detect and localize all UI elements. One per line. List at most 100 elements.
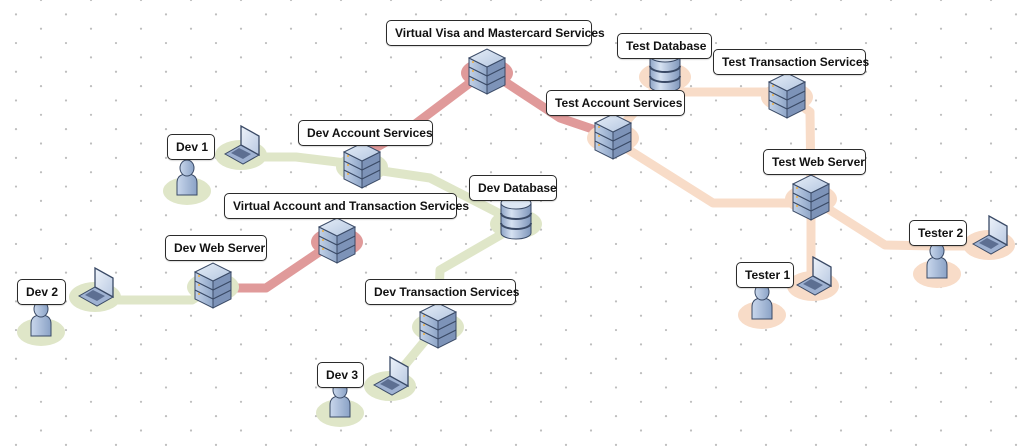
grid-dot [514,242,518,246]
node-label-dev-1[interactable]: Dev 1 [167,134,215,160]
grid-dot [14,300,18,303]
grid-dot [14,242,18,246]
server-top [791,174,831,194]
grid-dot [514,99,518,102]
grid-dot [689,400,693,403]
grid-dot [489,142,493,145]
grid-dot [664,214,668,217]
node-label-tester-2[interactable]: Tester 2 [909,220,967,246]
grid-dot [539,171,543,174]
grid-dot [64,386,68,389]
grid-dot [464,357,468,360]
server-led [322,248,324,250]
grid-dot [539,56,543,59]
server-icon [593,113,633,160]
grid-dot [964,185,968,188]
grid-dot [589,429,593,432]
node-label-tester-1[interactable]: Tester 1 [736,262,794,288]
grid-dot [364,41,368,45]
grid-dot [339,429,343,432]
grid-dot [989,56,993,59]
grid-dot [614,415,618,418]
node-label-dev-3[interactable]: Dev 3 [317,362,364,388]
grid-dot [864,13,868,16]
server-led [598,135,600,137]
grid-dot [164,214,168,217]
grid-dot [439,372,443,375]
grid-dot [589,0,593,2]
grid-dot [14,214,18,217]
grid-dot [464,214,468,217]
grid-dot [814,41,818,45]
node-label-dev-account[interactable]: Dev Account Services [298,120,433,146]
grid-dot [189,228,193,231]
node-label-test-database[interactable]: Test Database [617,33,712,59]
grid-dot [64,41,68,45]
server-led [198,293,200,295]
user-icon [30,300,52,337]
grid-dot [64,214,68,217]
grid-dot [514,443,518,446]
server-led [472,70,474,72]
grid-dot [339,285,343,289]
grid-dot [564,328,568,332]
grid-dot [514,70,518,73]
grid-dot [314,271,318,274]
grid-dot [914,357,918,360]
grid-dot [114,271,118,274]
grid-dot [114,242,118,246]
grid-dot [89,314,93,317]
grid-dot [264,128,268,131]
grid-dot [314,443,318,446]
grid-dot [14,99,18,102]
grid-dot [139,27,143,30]
grid-dot [239,314,243,317]
node-label-dev-transaction[interactable]: Dev Transaction Services [365,279,519,305]
grid-dot [739,27,743,30]
grid-dot [214,185,218,188]
server-led [198,275,200,277]
grid-dot [664,185,668,188]
node-label-test-web[interactable]: Test Web Server [763,149,866,175]
grid-dot [439,142,443,145]
laptop-keyboard [380,379,400,390]
server-icon [418,302,458,349]
grid-dot [189,400,193,403]
grid-dot [664,300,668,303]
grid-dot [239,56,243,59]
grid-dot [814,13,818,16]
grid-dot [914,386,918,389]
node-label-dev-database[interactable]: Dev Database [469,175,557,201]
node-label-virtual-account[interactable]: Virtual Account and Transaction Services [224,193,469,219]
grid-dot [714,185,718,188]
grid-dot [564,13,568,16]
grid-dot [89,199,93,202]
grid-dot [89,56,93,59]
server-led [472,61,474,63]
server-led [796,196,798,198]
grid-dot [389,0,393,2]
grid-dot [989,113,993,116]
grid-dot [464,99,468,102]
server-top [193,262,233,282]
grid-dot [589,257,593,260]
node-label-virtual-visa[interactable]: Virtual Visa and Mastercard Services [386,20,605,46]
node-label-dev-web[interactable]: Dev Web Server [165,235,267,261]
grid-dot [1014,70,1018,73]
grid-dot [789,0,793,2]
node-label-dev-2[interactable]: Dev 2 [17,279,66,305]
grid-dot [664,386,668,389]
grid-dot [964,415,968,418]
connections-layer [90,65,994,388]
grid-dot [139,343,143,346]
grid-dot [239,429,243,432]
grid-dot [164,443,168,446]
server-led [772,94,774,96]
grid-dot [839,257,843,260]
grid-dot [764,13,768,16]
node-label-test-transaction[interactable]: Test Transaction Services [713,49,869,75]
grid-dot [964,99,968,102]
grid-dot [464,271,468,274]
grid-dot [464,242,468,246]
node-label-test-account[interactable]: Test Account Services [546,90,685,116]
